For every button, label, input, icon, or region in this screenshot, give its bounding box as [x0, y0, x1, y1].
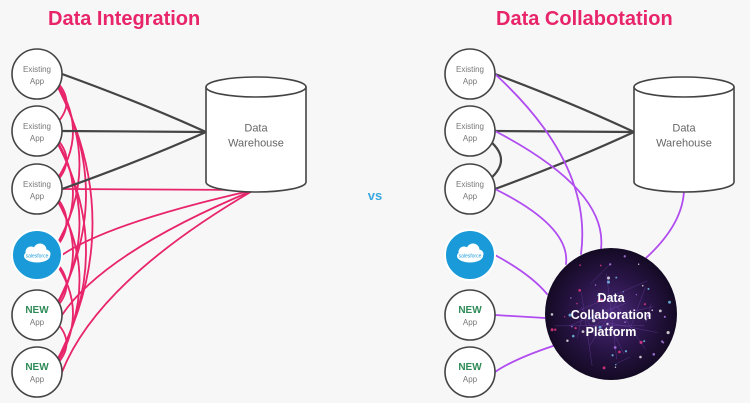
node-label-line2: App	[30, 375, 45, 384]
salesforce-label: salesforce	[459, 254, 482, 260]
warehouse-link	[60, 130, 208, 191]
node-label-line1: Existing	[23, 180, 51, 189]
warehouse-label-line1: Data	[672, 123, 696, 135]
platform-label-line1: Data	[597, 291, 625, 305]
node-label-line2: App	[30, 318, 45, 327]
app-app-link	[488, 139, 503, 181]
warehouse-label-line1: Data	[244, 123, 268, 135]
new-label: NEW	[25, 305, 49, 316]
warehouse-link	[493, 129, 636, 134]
node-label-line2: App	[463, 318, 478, 327]
collaboration-link	[494, 130, 603, 250]
collaboration-link	[494, 314, 546, 319]
warehouse-link	[493, 130, 636, 191]
warehouse-link	[493, 72, 636, 134]
integration-warehouse-link	[61, 189, 255, 316]
warehouse-link	[60, 72, 208, 134]
platform-network-texture	[550, 255, 671, 370]
diagram-shapes: ExistingAppExistingAppExistingAppsalesfo…	[11, 48, 735, 398]
node-label-line1: Existing	[23, 65, 51, 74]
collaboration-node-5: NEW App	[444, 289, 496, 341]
collaboration-link	[494, 73, 584, 255]
node-label-line2: App	[30, 77, 45, 86]
integration-warehouse-link	[61, 189, 255, 373]
integration-node-5: NEW App	[11, 289, 63, 341]
title-data-integration: Data Integration	[48, 8, 201, 30]
salesforce-cloud-icon: salesforce	[24, 243, 51, 263]
new-label: NEW	[458, 362, 482, 373]
salesforce-cloud-icon: salesforce	[457, 243, 484, 263]
node-label-line1: Existing	[456, 65, 484, 74]
node-label-line2: App	[463, 134, 478, 143]
integration-link	[52, 192, 81, 369]
node-label-line2: App	[30, 192, 45, 201]
warehouse-link	[60, 129, 208, 134]
collaboration-link	[494, 188, 568, 265]
platform-warehouse-link	[645, 189, 685, 259]
node-label-line2: App	[463, 375, 478, 384]
collaboration-node-6: NEW App	[444, 346, 496, 398]
integration-link	[52, 258, 74, 369]
collaboration-link	[494, 345, 554, 373]
node-label-line1: Existing	[23, 122, 51, 131]
integration-node-6: NEW App	[11, 346, 63, 398]
vs-label: vs	[368, 188, 382, 203]
node-label-line1: Existing	[456, 122, 484, 131]
new-label: NEW	[458, 305, 482, 316]
platform-label-line2: Collaboration	[571, 308, 652, 322]
warehouse-label-line2: Warehouse	[656, 138, 712, 150]
warehouse-label-line2: Warehouse	[228, 138, 284, 150]
node-label-line2: App	[463, 77, 478, 86]
node-label-line2: App	[463, 192, 478, 201]
node-label-line2: App	[30, 134, 45, 143]
collaboration-node-4: salesforce	[444, 229, 496, 281]
platform-label-line3: Platform	[586, 325, 637, 339]
collaboration-link	[494, 254, 548, 295]
salesforce-label: salesforce	[26, 254, 49, 260]
integration-warehouse-link	[61, 189, 255, 256]
title-data-collaboration: Data Collabotation	[496, 8, 673, 30]
node-label-line1: Existing	[456, 180, 484, 189]
integration-node-4: salesforce	[11, 229, 63, 281]
new-label: NEW	[25, 362, 49, 373]
